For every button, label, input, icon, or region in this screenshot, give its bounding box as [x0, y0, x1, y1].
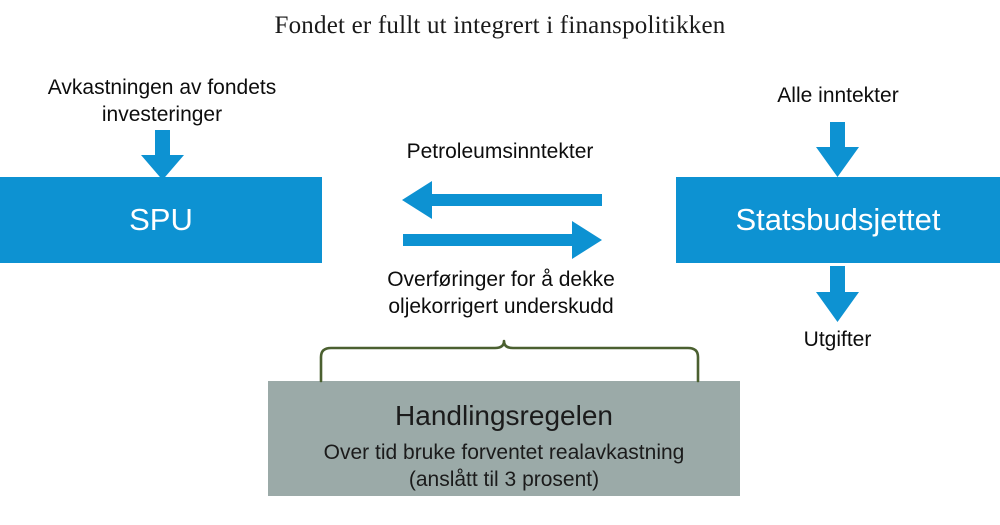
arrow-right-transfers-icon [403, 221, 602, 259]
label-fund-return: Avkastningen av fondets investeringer [47, 76, 277, 126]
box-statsbudsjettet-label: Statsbudsjettet [735, 202, 941, 237]
box-spu-label: SPU [129, 202, 193, 237]
label-expenses: Utgifter [803, 328, 872, 351]
box-statsbudsjettet[interactable]: Statsbudsjettet [676, 177, 1000, 263]
box-handlingsregelen-title: Handlingsregelen [395, 399, 613, 431]
box-handlingsregelen-subtitle: Over tid bruke forventet realavkastning … [323, 440, 685, 491]
box-spu[interactable]: SPU [0, 177, 322, 263]
arrow-down-expenses-icon [816, 266, 859, 322]
arrow-down-fund-return-icon [141, 130, 184, 180]
curly-brace-up-icon [319, 339, 700, 383]
label-all-income: Alle inntekter [777, 84, 899, 107]
label-petroleum-revenue: Petroleumsinntekter [406, 140, 594, 163]
label-transfers: Overføringer for å dekke oljekorrigert u… [387, 268, 615, 318]
box-handlingsregelen[interactable]: Handlingsregelen Over tid bruke forvente… [268, 381, 740, 496]
page-title: Fondet er fullt ut integrert i finanspol… [274, 12, 726, 39]
arrow-down-all-income-icon [816, 122, 859, 177]
arrow-left-petroleum-icon [402, 181, 602, 219]
